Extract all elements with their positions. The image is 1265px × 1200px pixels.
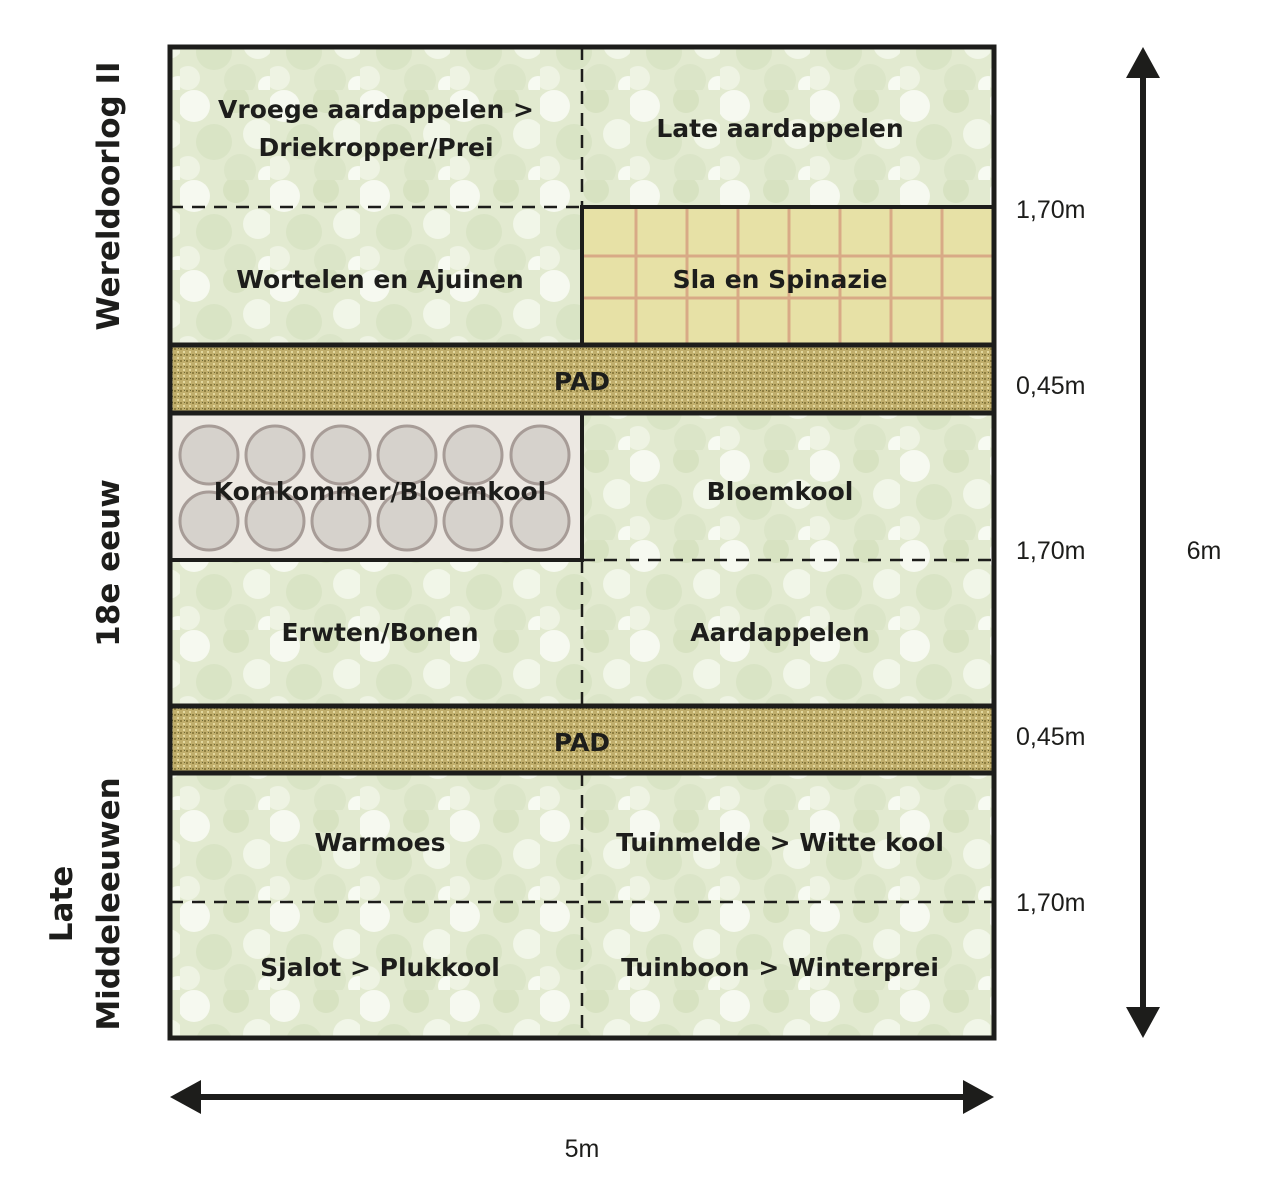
label-vroege-aardappelen-line1: Vroege aardappelen > xyxy=(218,95,534,124)
salad-bed-border xyxy=(580,205,994,344)
era-label-middeleeuwen: Middeleeuwen xyxy=(91,777,127,1030)
label-vroege-aardappelen-line2: Driekropper/Prei xyxy=(258,133,493,162)
era-label-late: Late xyxy=(44,866,80,943)
label-komkommer-bloemkool: Komkommer/Bloemkool xyxy=(214,477,546,506)
label-path-1: PAD xyxy=(554,367,610,396)
label-sjalot: Sjalot > Plukkool xyxy=(260,953,500,982)
dim-section-1: 1,70m xyxy=(1016,196,1085,224)
height-arrow xyxy=(1126,47,1160,1038)
label-tuinmelde: Tuinmelde > Witte kool xyxy=(616,828,944,857)
era-label-ww2: Wereldoorlog II xyxy=(91,61,127,330)
label-wortelen-ajuinen: Wortelen en Ajuinen xyxy=(236,265,523,294)
label-warmoes: Warmoes xyxy=(315,828,446,857)
garden-outline xyxy=(167,44,997,1041)
cucumber-circles-bed xyxy=(170,413,582,560)
path-2 xyxy=(167,703,997,776)
label-aardappelen: Aardappelen xyxy=(690,618,869,647)
label-tuinboon: Tuinboon > Winterprei xyxy=(621,953,939,982)
label-late-aardappelen: Late aardappelen xyxy=(656,114,903,143)
label-bloemkool: Bloemkool xyxy=(707,477,854,506)
era-label-18th: 18e eeuw xyxy=(91,479,127,647)
dim-total-width: 5m xyxy=(565,1135,600,1163)
width-arrow xyxy=(170,1080,994,1114)
label-sla-spinazie: Sla en Spinazie xyxy=(673,265,888,294)
dim-section-2: 1,70m xyxy=(1016,537,1085,565)
dim-total-height: 6m xyxy=(1187,537,1222,565)
label-erwten-bonen: Erwten/Bonen xyxy=(281,618,478,647)
label-path-2: PAD xyxy=(554,728,610,757)
dim-section-3: 1,70m xyxy=(1016,889,1085,917)
dim-path-1: 0,45m xyxy=(1016,372,1085,400)
dim-path-2: 0,45m xyxy=(1016,723,1085,751)
salad-grid-bed xyxy=(582,207,994,344)
cucumber-bed-border xyxy=(170,413,584,562)
